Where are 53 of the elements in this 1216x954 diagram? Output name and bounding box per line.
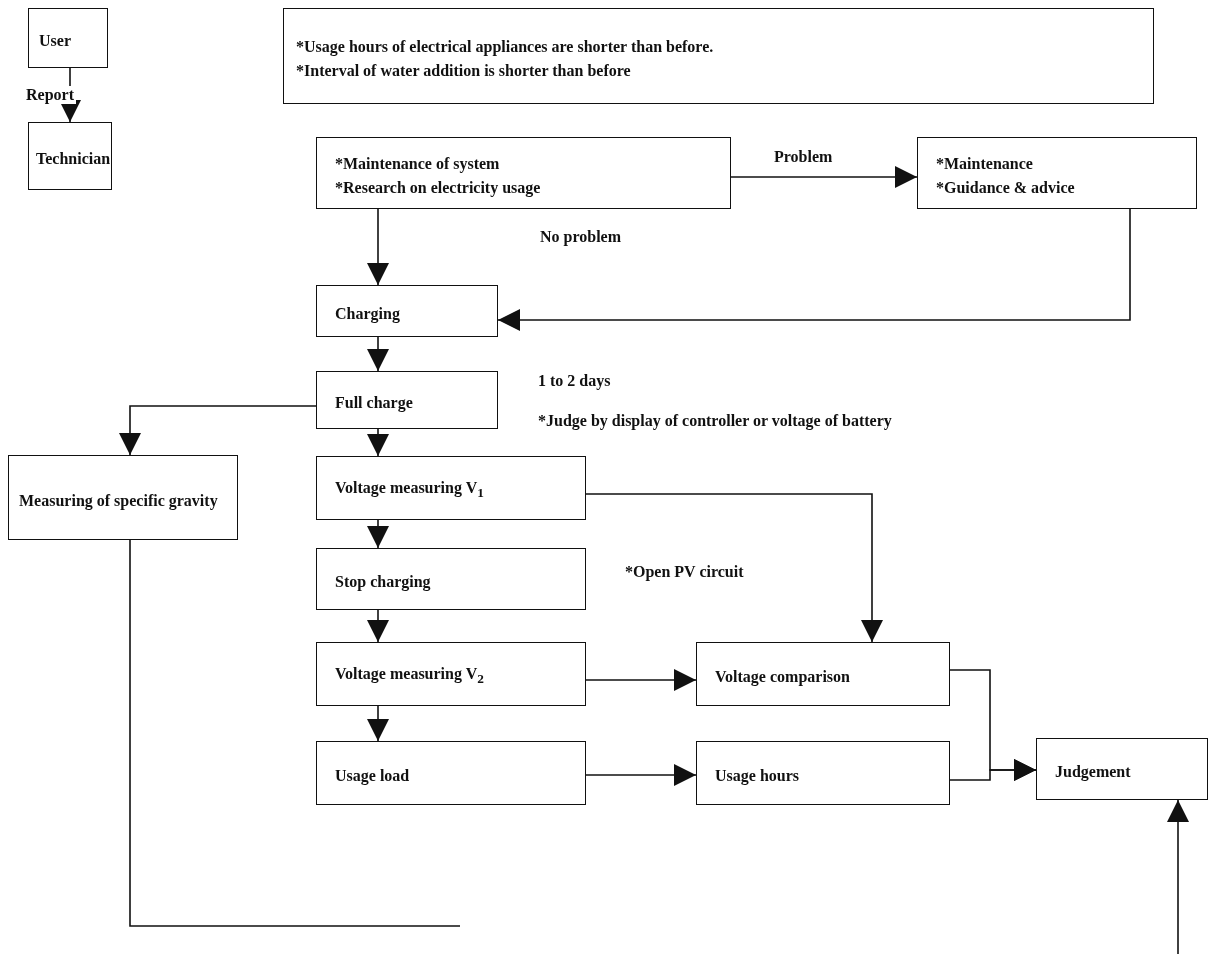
process-box (316, 456, 586, 520)
arrow (585, 493, 883, 643)
box-text: *Maintenance of system (335, 154, 501, 175)
box-text: Measuring of specific gravity (19, 490, 219, 512)
process-box (283, 8, 1154, 104)
arrow (367, 705, 389, 742)
arrow (367, 336, 389, 372)
arrow (1167, 799, 1189, 954)
note-text: No problem (540, 228, 622, 246)
arrow (585, 764, 697, 786)
note-text: *Judge by display of controller or voltage of battery (538, 412, 892, 430)
box-text: User (39, 31, 72, 51)
box-text: *Interval of water addition is shorter than before (296, 61, 632, 81)
process-box (696, 741, 950, 805)
connector-line (129, 539, 461, 927)
process-box (316, 371, 498, 429)
note-text: 1 to 2 days (538, 372, 611, 390)
box-text: Voltage comparison (715, 667, 851, 688)
arrow (367, 428, 389, 457)
process-box (28, 122, 112, 190)
arrow (367, 519, 389, 549)
process-box (316, 741, 586, 805)
box-text: *Usage hours of electrical appliances are shorter than before. (296, 37, 715, 58)
process-box (316, 642, 586, 706)
box-text: Usage hours (715, 766, 800, 787)
process-box (8, 455, 238, 540)
box-text: Stop charging (335, 572, 432, 593)
box-text: *Guidance & advice (936, 178, 1076, 198)
process-box (316, 137, 731, 209)
box-text: Voltage measuring V$_{1}$ (335, 478, 485, 503)
box-text: Technician (36, 149, 111, 169)
edge-label: Report (24, 86, 76, 104)
note-text: *Open PV circuit (625, 563, 744, 581)
arrow (367, 609, 389, 643)
box-text: Judgement (1055, 762, 1132, 783)
box-text: *Research on electricity usage (335, 178, 542, 199)
process-box (316, 548, 586, 610)
process-box (28, 8, 108, 68)
box-text: *Maintenance (936, 154, 1034, 174)
arrow (585, 669, 697, 691)
process-box (917, 137, 1197, 209)
box-text: Charging (335, 304, 401, 325)
arrow (119, 405, 317, 456)
process-box (316, 285, 498, 337)
arrow (949, 759, 1037, 781)
process-box (1036, 738, 1208, 800)
arrow (730, 166, 918, 188)
arrow (497, 208, 1131, 331)
box-text: Full charge (335, 393, 414, 414)
arrow (367, 208, 389, 286)
box-text: Usage load (335, 766, 411, 787)
process-box (696, 642, 950, 706)
box-text: Voltage measuring V$_{2}$ (335, 664, 485, 689)
